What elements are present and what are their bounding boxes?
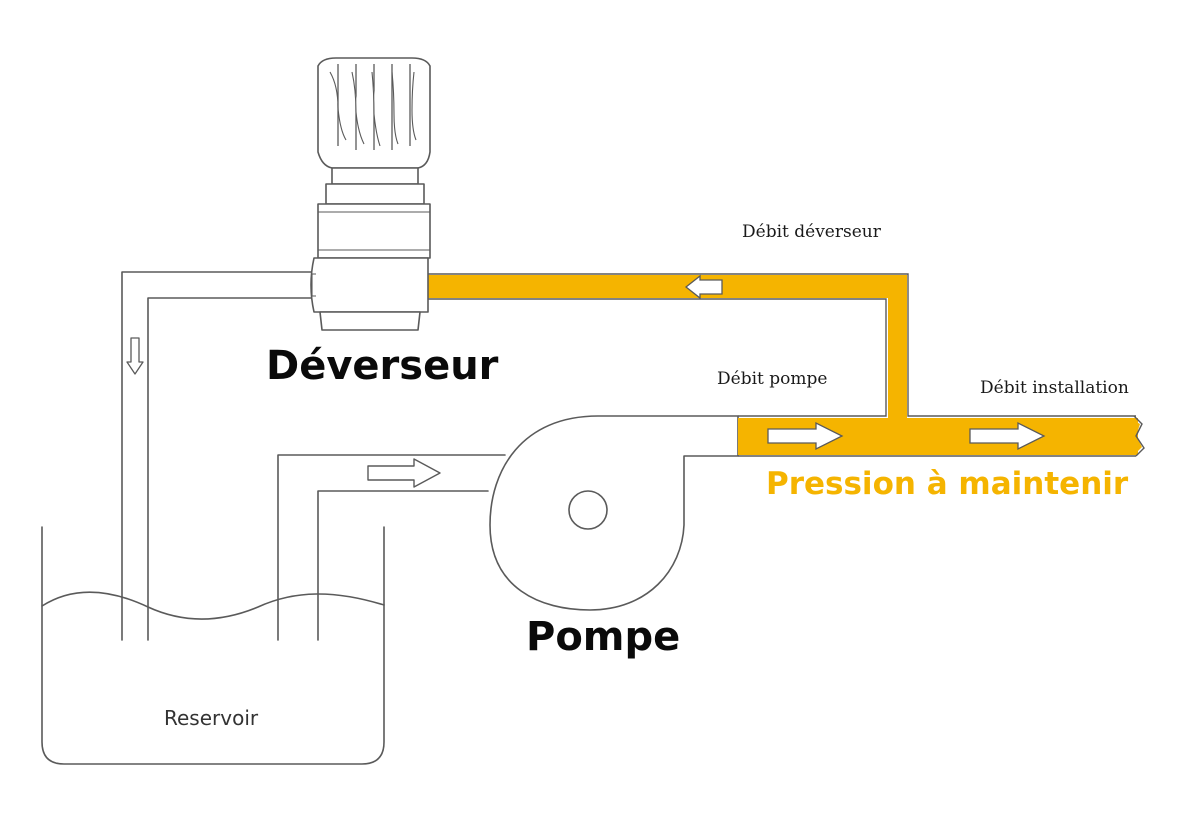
- pump-flow-arrow-icon: [767, 421, 844, 451]
- suction-pipe: [277, 454, 506, 641]
- installation-flow-arrow-icon: [969, 421, 1046, 451]
- pressure-line: [423, 275, 1142, 455]
- debit-pompe-label: Débit pompe: [717, 369, 828, 389]
- pump-icon: [489, 415, 739, 611]
- deverseur-title: Déverseur: [266, 343, 499, 389]
- reservoir-tank-icon: [41, 526, 385, 765]
- pompe-title: Pompe: [526, 614, 681, 660]
- pressure-label: Pression à maintenir: [766, 466, 1129, 502]
- debit-installation-label: Débit installation: [980, 378, 1129, 398]
- bypass-flow-arrow-icon: [684, 274, 723, 300]
- suction-flow-arrow-icon: [367, 458, 441, 488]
- debit-deverseur-label: Débit déverseur: [742, 222, 881, 242]
- return-flow-arrow-icon: [126, 337, 144, 375]
- return-pipe: [121, 271, 317, 641]
- valve-handwheel-icon: [310, 57, 431, 331]
- reservoir-label: Reservoir: [164, 706, 259, 730]
